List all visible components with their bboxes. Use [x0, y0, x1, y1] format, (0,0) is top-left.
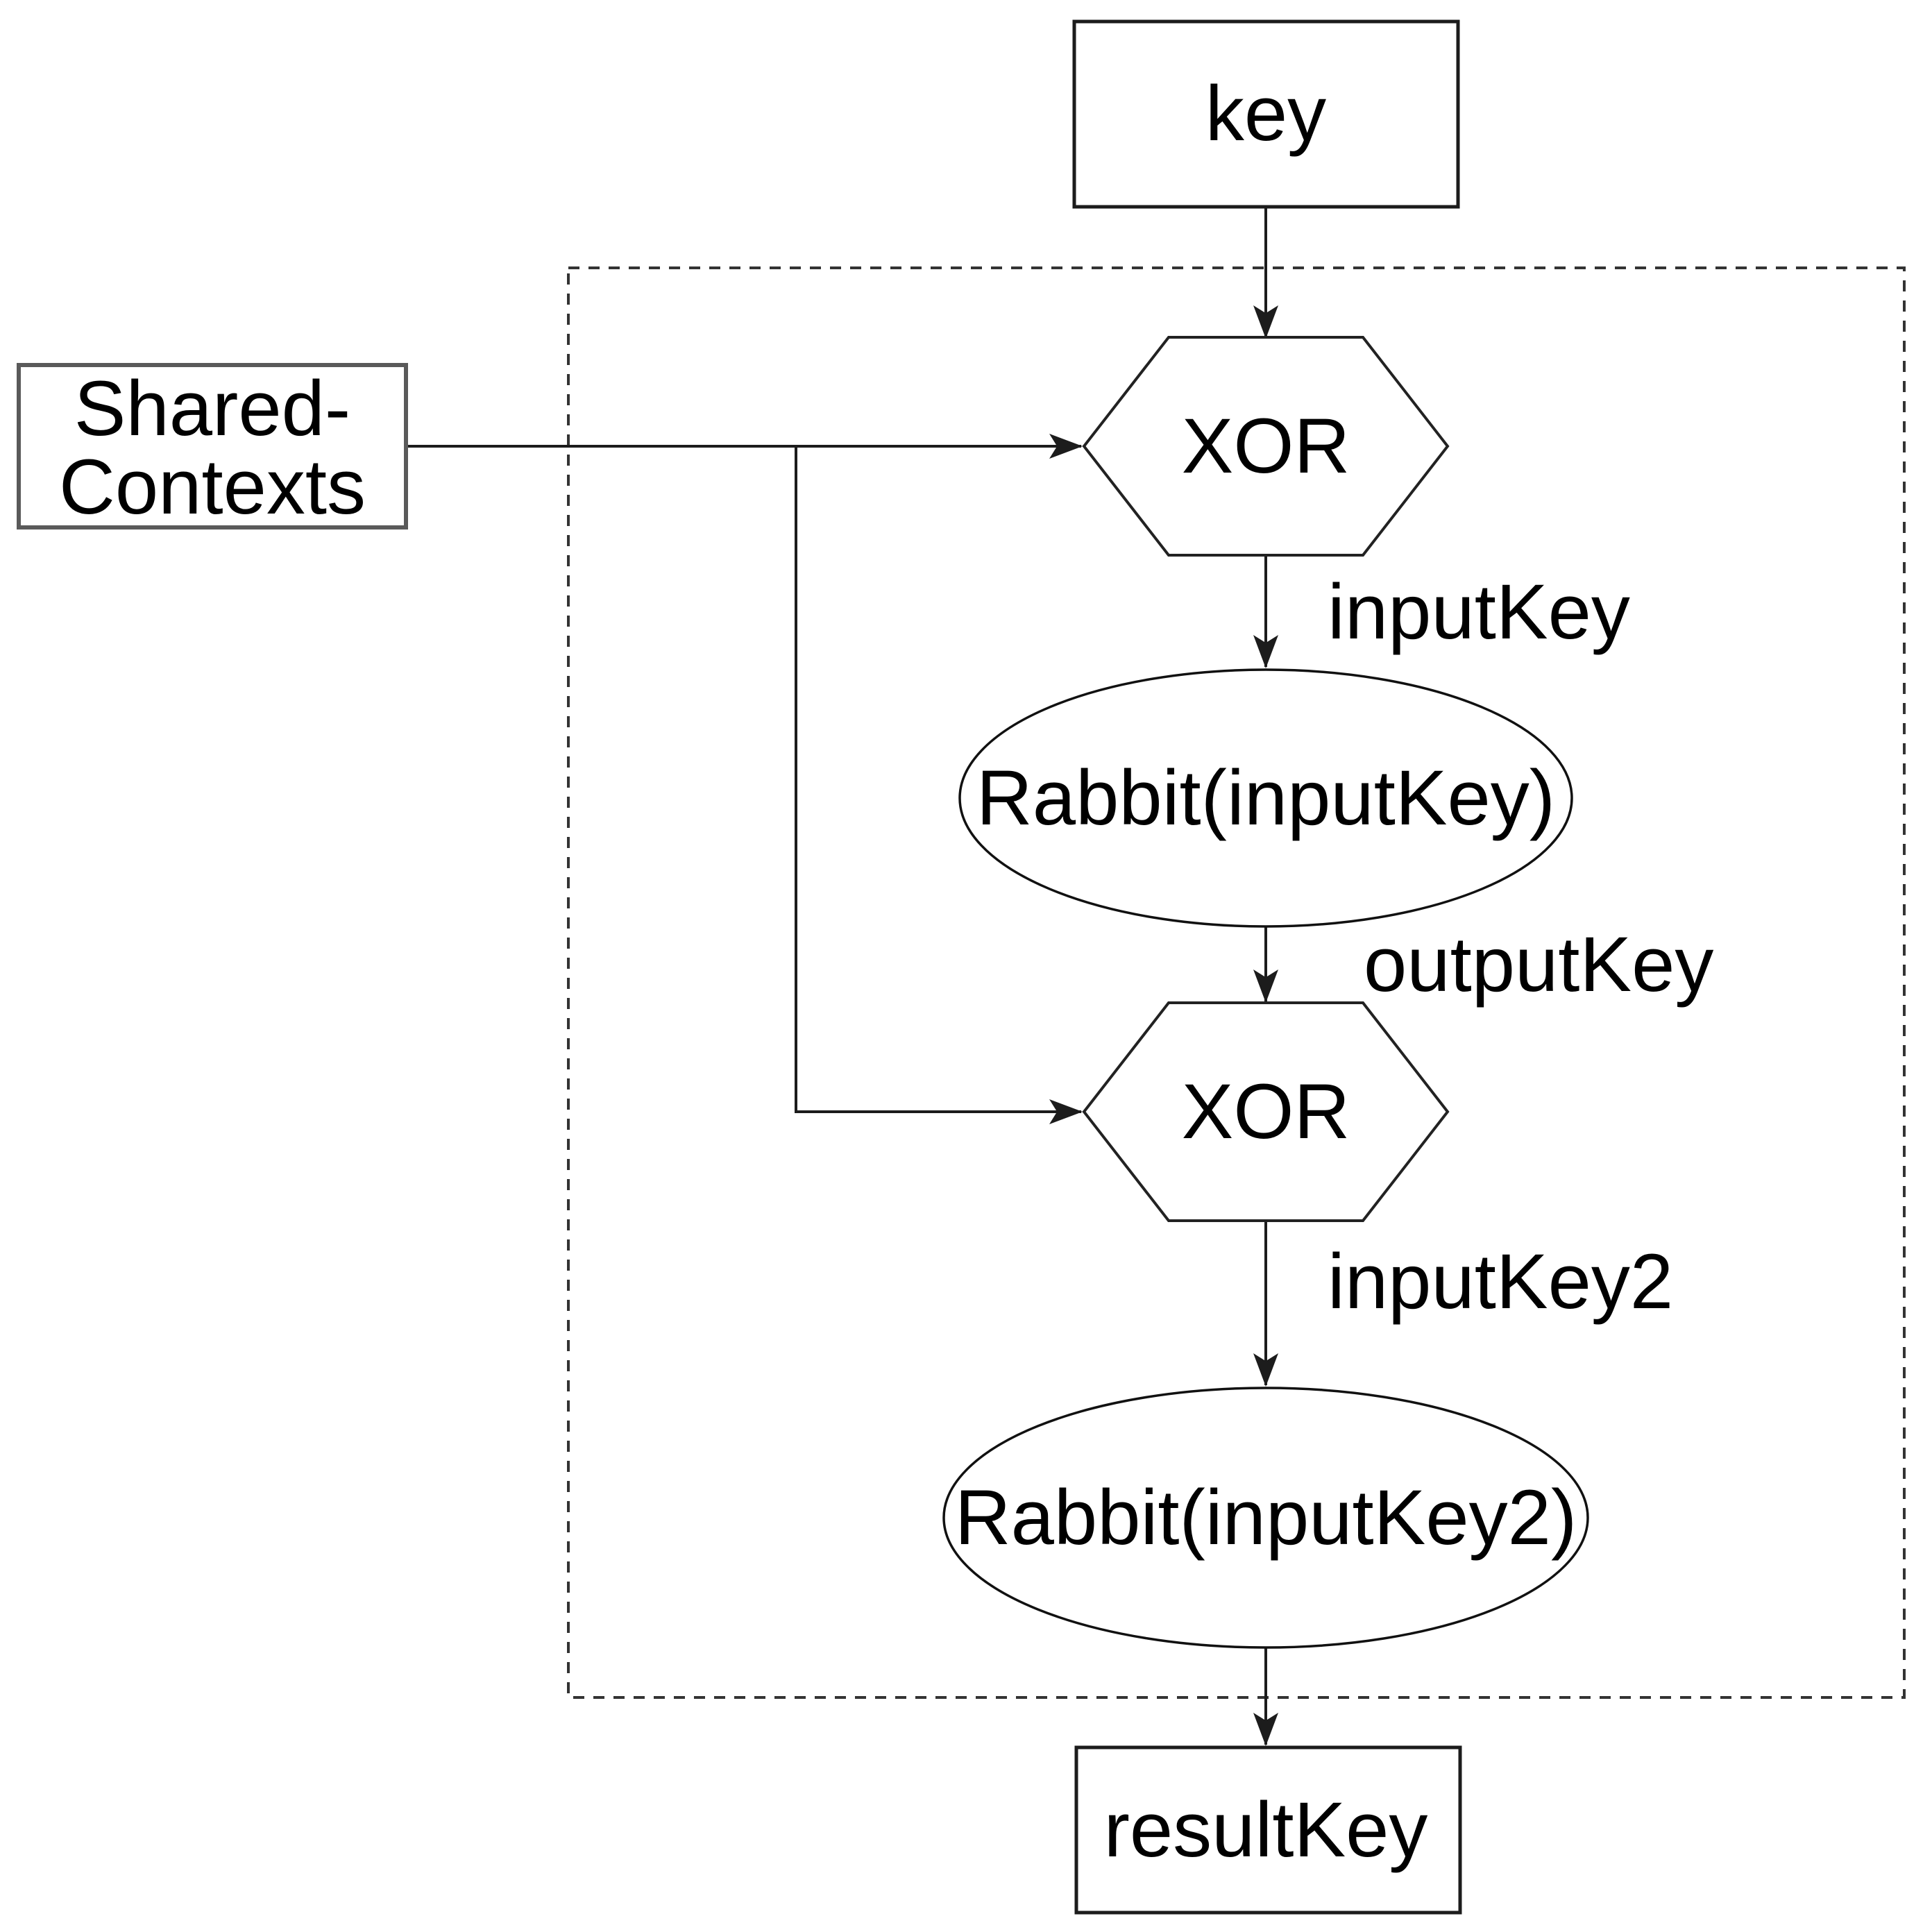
key-node-box	[1072, 19, 1460, 209]
xor2-node: XOR	[1082, 1001, 1450, 1222]
rabbit1-node: Rabbit(inputKey)	[958, 668, 1573, 928]
xor1-hexagon	[1082, 336, 1450, 557]
edge-label-outputkey: outputKey	[1364, 921, 1713, 1008]
rabbit1-ellipse	[958, 668, 1573, 928]
rabbit1-label: Rabbit(inputKey)	[976, 754, 1555, 841]
rabbit2-node: Rabbit(inputKey2)	[942, 1387, 1589, 1649]
result-key-node-box	[1074, 1745, 1462, 1915]
key-node-label: key	[1205, 70, 1326, 157]
edge-label-inputkey2: inputKey2	[1328, 1238, 1673, 1325]
rabbit2-label: Rabbit(inputKey2)	[955, 1474, 1577, 1561]
edge-label-inputkey: inputKey	[1328, 568, 1630, 655]
rabbit2-ellipse	[942, 1387, 1589, 1649]
shared-contexts-label-line1: Shared-	[74, 365, 350, 452]
shared-contexts-label-line2: Contexts	[59, 443, 366, 530]
xor1-node: XOR	[1082, 336, 1450, 557]
xor1-label: XOR	[1182, 403, 1350, 489]
xor2-label: XOR	[1182, 1068, 1350, 1155]
dashed-boundary	[567, 266, 1906, 1699]
result-key-node: resultKey	[1074, 1745, 1462, 1915]
xor2-hexagon	[1082, 1001, 1450, 1222]
key-node: key	[1072, 19, 1460, 209]
shared-contexts-node-box	[17, 363, 408, 530]
shared-contexts-node: Shared- Contexts	[17, 363, 408, 530]
edge-shared-contexts-to-xor2	[795, 446, 1083, 1124]
result-key-label: resultKey	[1104, 1786, 1428, 1873]
